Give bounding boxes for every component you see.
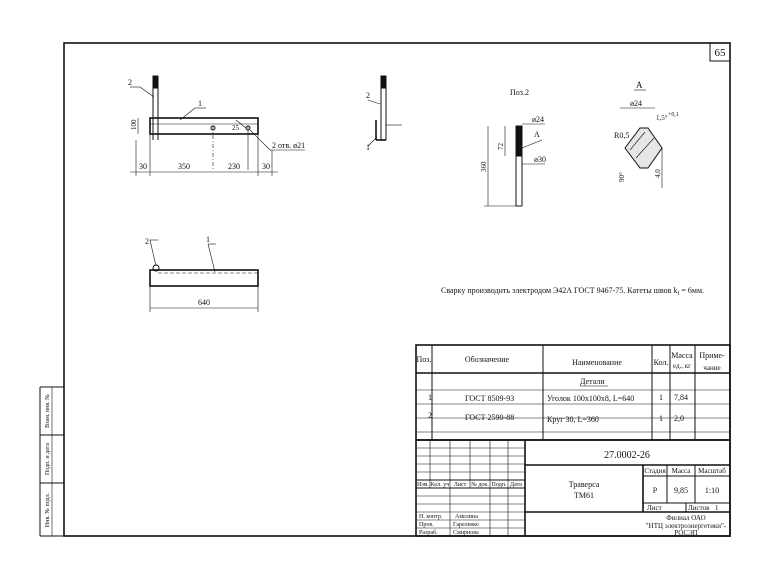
outer-frame bbox=[63, 42, 731, 537]
tb-sheets-label: Листов bbox=[688, 504, 710, 512]
spec-table: Поз. Обозначение Наименование Кол. Масса… bbox=[415, 344, 731, 441]
tb-stage-label: Стадия bbox=[644, 467, 666, 475]
section-a: А ø24 1,5° +0,1 R0,5 90° 4,0 bbox=[614, 80, 679, 188]
main-dim-100: 100 bbox=[130, 119, 138, 130]
pos2-dia-top: ø24 bbox=[532, 115, 544, 124]
tb-stage: Р bbox=[653, 486, 658, 495]
top-leader-1: 1 bbox=[206, 235, 210, 244]
side-stamp: Инв. № подл. Подп. и дата Взам. инв. № bbox=[39, 386, 64, 537]
tb-name-prov: Гарелевко bbox=[453, 522, 479, 528]
spec-row-1-designation: ГОСТ 8509-93 bbox=[465, 394, 514, 403]
pos2-dim-72: 72 bbox=[497, 143, 505, 151]
spec-row-1-pos: 1 bbox=[428, 393, 432, 402]
main-dim-30-right: 30 bbox=[262, 162, 270, 171]
tb-code: 27.0002-26 bbox=[604, 450, 650, 461]
spec-row-2-name: Круг 30, L=360 bbox=[547, 415, 599, 424]
pos2-dia-bottom: ø30 bbox=[534, 155, 546, 164]
tb-org-line3: РОСЭП bbox=[674, 529, 697, 537]
tb-scale-label: Масштаб bbox=[698, 467, 726, 475]
spec-header-designation: Обозначение bbox=[465, 355, 510, 364]
side-stamp-vzam-inv: Взам. инв. № bbox=[45, 394, 51, 428]
spec-section-label: Детали bbox=[580, 377, 605, 386]
spec-header-pos: Поз. bbox=[417, 355, 432, 364]
spec-row-1-mass: 7,84 bbox=[674, 393, 688, 402]
section-a-angle-90: 90° bbox=[618, 172, 626, 182]
side-stamp-inv-podl: Инв. № подл. bbox=[45, 492, 51, 527]
spec-row-2-qty: 1 bbox=[659, 414, 663, 423]
section-a-angle: 1,5° bbox=[656, 114, 668, 122]
tb-role-nkontr: Н. контр. bbox=[419, 514, 443, 520]
spec-row-1-name: Уголок 100х100х8, L=640 bbox=[547, 394, 634, 403]
tb-col-data: Дата bbox=[510, 482, 522, 488]
tb-role-prov: Пров. bbox=[419, 522, 434, 528]
pos2-title: Поз.2 bbox=[510, 88, 529, 97]
main-dim-25: 25 bbox=[232, 124, 240, 132]
spec-row-2-pos: 2 bbox=[428, 411, 432, 420]
main-leader-1: 1 bbox=[198, 99, 202, 108]
section-a-radius: R0,5 bbox=[614, 131, 629, 140]
tb-sheets: 1 bbox=[715, 504, 719, 512]
tb-col-kol: Кол. уч bbox=[431, 482, 450, 488]
tb-org-line1: Филиал ОАО bbox=[666, 514, 705, 522]
tb-org-line2: "НТЦ электроэнергетики"- bbox=[646, 522, 727, 530]
spec-header-mass1: Масса bbox=[671, 351, 693, 360]
section-a-dia: ø24 bbox=[630, 99, 642, 108]
spec-header-note2: чание bbox=[703, 364, 720, 372]
spec-row-2-mass: 2,0 bbox=[674, 414, 684, 423]
spec-row-1-qty: 1 bbox=[659, 393, 663, 402]
top-view: 2 1 640 bbox=[145, 235, 259, 312]
tb-col-list: Лист bbox=[454, 482, 467, 488]
page-number: 65 bbox=[715, 47, 727, 59]
tb-mass: 9,85 bbox=[674, 486, 688, 495]
spec-header-note1: Приме- bbox=[699, 351, 725, 360]
pos2-dim-360: 360 bbox=[480, 161, 488, 172]
tb-role-razrab: Разраб. bbox=[419, 529, 438, 536]
tb-col-podp: Подп. bbox=[492, 482, 507, 488]
main-dim-350: 350 bbox=[178, 162, 190, 171]
spec-header-qty: Кол. bbox=[654, 358, 669, 367]
top-dim-640: 640 bbox=[198, 298, 210, 307]
section-a-angle-sup: +0,1 bbox=[668, 112, 679, 118]
pos2-detail: Поз.2 ø24 А ø30 72 360 bbox=[480, 88, 546, 207]
tb-col-izm: Изм. bbox=[417, 482, 429, 488]
side-leader-2: 2 bbox=[366, 91, 370, 100]
page-number-box bbox=[709, 42, 731, 62]
spec-header-name: Наименование bbox=[572, 358, 622, 367]
side-view: 2 1 bbox=[366, 75, 402, 152]
main-dim-30-left: 30 bbox=[139, 162, 147, 171]
tb-sheet-label: Лист bbox=[647, 504, 662, 512]
spec-row-2-designation: ГОСТ 2590-88 bbox=[465, 413, 514, 422]
tb-name-nkontr: Амелина bbox=[455, 514, 478, 520]
welding-note: Сварку производить электродом Э42А ГОСТ … bbox=[441, 286, 704, 297]
main-leader-2: 2 bbox=[128, 78, 132, 87]
main-dim-230: 230 bbox=[228, 162, 240, 171]
tb-name-line2: ТМ61 bbox=[574, 491, 594, 500]
main-holes-note: 2 отв. ø21 bbox=[272, 141, 305, 150]
main-view: 2 1 100 25 2 отв. ø21 30 350 230 30 bbox=[128, 75, 305, 176]
pos2-section-ref: А bbox=[534, 130, 540, 139]
tb-scale: 1:10 bbox=[705, 486, 719, 495]
tb-col-ndok: № док. bbox=[471, 482, 489, 488]
section-a-dim-40: 4,0 bbox=[654, 169, 662, 178]
top-leader-2: 2 bbox=[145, 237, 149, 246]
side-leader-1: 1 bbox=[366, 143, 370, 152]
title-block: Изм. Кол. уч Лист № док. Подп. Дата Н. к… bbox=[415, 439, 731, 537]
side-stamp-podp-data: Подп. и дата bbox=[45, 443, 51, 475]
spec-header-mass2: ед., кг bbox=[673, 362, 691, 370]
tb-name-line1: Траверса bbox=[569, 480, 600, 489]
tb-name-razrab: Смирнова bbox=[453, 530, 479, 536]
section-a-title: А bbox=[636, 80, 643, 90]
tb-mass-label: Масса bbox=[672, 467, 692, 475]
